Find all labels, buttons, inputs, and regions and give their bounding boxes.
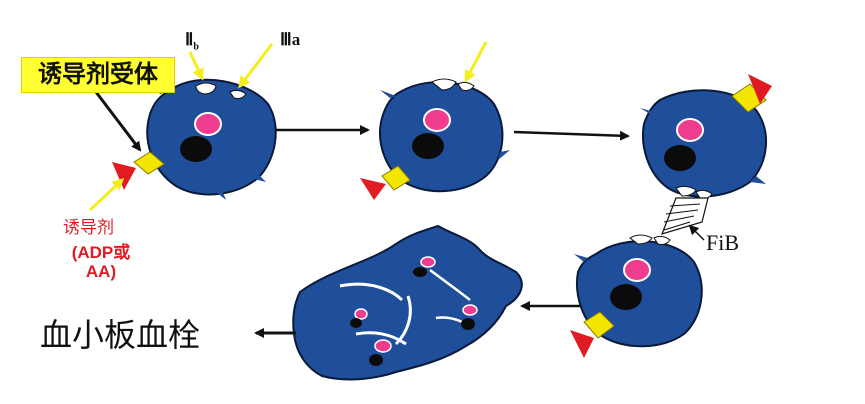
inducer-receptor-label: 诱导剂受体 <box>21 57 175 93</box>
iiia-receptor <box>457 81 475 91</box>
pink-granule <box>462 304 478 316</box>
platelet-aggregate <box>292 224 523 381</box>
inducer-triangle <box>112 162 136 190</box>
pink-granule <box>676 118 704 142</box>
pink-granule <box>423 108 451 132</box>
thrombus-label: 血小板血栓 <box>40 317 201 353</box>
iiia-receptor <box>229 89 247 99</box>
process-arrow <box>513 130 630 141</box>
platelet-crosslinked <box>570 234 703 358</box>
fibrinogen-bridge <box>660 197 709 235</box>
pointer-receptor <box>94 91 142 152</box>
dense-granule <box>369 354 383 366</box>
pseudopod <box>574 254 588 262</box>
platelet-body <box>379 81 504 193</box>
iib-receptor <box>195 82 217 95</box>
pseudopod <box>750 176 766 184</box>
dense-granule <box>461 318 475 330</box>
inducer-triangle <box>360 178 386 200</box>
inducer-receptor <box>133 151 165 175</box>
inducer-receptor <box>381 165 411 191</box>
pointer-iib <box>188 51 204 81</box>
pointer-fib <box>688 224 705 241</box>
platelet-resting <box>133 78 277 200</box>
dense-granule <box>180 136 212 162</box>
iib-main: Ⅱ <box>185 30 194 49</box>
pointer-inducer <box>88 177 125 212</box>
dense-granule <box>350 318 362 328</box>
platelet-body <box>146 78 277 196</box>
iib-receptor <box>629 234 653 245</box>
inducer-examples-line1: (ADP或 <box>71 243 131 262</box>
pseudopod <box>380 90 396 98</box>
iib-receptor <box>431 78 457 91</box>
iib-sub: b <box>193 41 199 53</box>
pseudopod <box>640 108 654 114</box>
pink-granule <box>623 258 651 282</box>
inducer-receptor <box>583 311 615 339</box>
pointer-iiia <box>238 43 274 89</box>
pink-granule <box>374 339 392 353</box>
dense-granule <box>610 284 642 310</box>
pointer-step2 <box>464 41 488 83</box>
fibrinogen-label: FiB <box>706 230 740 255</box>
platelet-activated <box>640 74 772 199</box>
pseudopod <box>498 150 510 160</box>
pseudopod <box>250 172 266 182</box>
inducer-triangle <box>748 74 772 104</box>
platelet-bound <box>360 78 510 200</box>
dense-granule <box>413 267 427 277</box>
iiia-label: Ⅲa <box>280 30 301 49</box>
iib-label: Ⅱb <box>185 30 199 52</box>
inducer-triangle <box>570 330 594 358</box>
pink-granule <box>194 112 222 136</box>
dense-granule <box>412 133 444 159</box>
iiia-receptor <box>653 235 671 245</box>
inducer-label: 诱导剂 <box>63 218 114 237</box>
iib-receptor <box>675 185 697 197</box>
pink-granule <box>354 308 368 320</box>
pink-granule <box>420 256 436 268</box>
inducer-examples-line2: AA) <box>85 262 117 281</box>
dense-granule <box>664 145 696 171</box>
pseudopod <box>216 190 226 200</box>
inducer-receptor <box>731 83 767 113</box>
